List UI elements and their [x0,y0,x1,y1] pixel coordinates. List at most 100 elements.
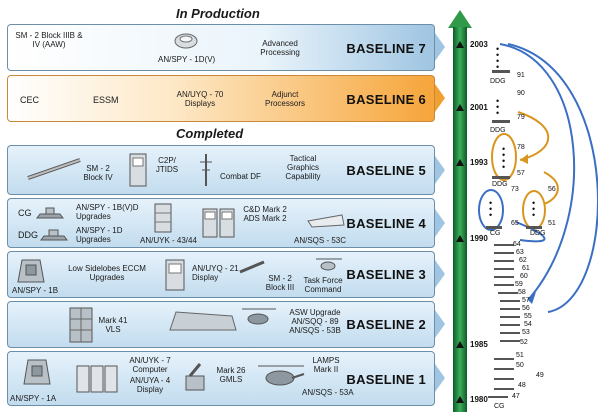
baseline-3-title: BASELINE 3 [346,267,426,282]
an-uyq-21-label: AN/UYQ - 21 Display [192,264,239,282]
year-1990-label: 1990 [470,234,488,243]
baseline-4-band: CG AN/SPY - 1B(V)D Upgrades DDG AN/SPY -… [7,198,435,248]
advanced-processing-label: Advanced Processing [260,39,300,57]
milestone-1980-marker [456,396,464,403]
baseline-7-band: SM - 2 Block IIIB & IV (AAW) AN/SPY - 1D… [7,24,435,71]
an-spy-1a-label: AN/SPY - 1A [10,394,57,403]
baseline-5-title: BASELINE 5 [346,163,426,178]
baseline-1-band: AN/SPY - 1A AN/UYK - 7 Computer AN/UYA -… [7,351,435,406]
adjunct-processors-label: Adjunct Processors [264,90,305,108]
sm2-block-iii-label: SM - 2 Block III [265,274,295,292]
an-uyk-43-44-label: AN/UYK - 43/44 [140,236,197,245]
essm-label: ESSM [93,95,119,105]
year-2003-label: 2003 [470,40,488,49]
hull-47: 47 [512,393,520,400]
completed-heading: Completed [176,126,244,141]
year-1993-label: 1993 [470,158,488,167]
hull-79: 79 [517,114,525,121]
cec-label: CEC [20,95,40,105]
baseline-7-arrow [435,33,445,61]
mark41-vls-label: Mark 41 VLS [98,316,128,334]
orange-highlight-ring [491,133,517,181]
asw-upgrade-label: ASW Upgrade AN/SQQ - 89 AN/SQS - 53B [289,308,341,335]
hull-53: 53 [522,329,530,336]
hull-50: 50 [516,362,524,369]
hull-49: 49 [536,372,544,379]
baseline-2-title: BASELINE 2 [346,317,426,332]
hull-90: 90 [517,90,525,97]
dots-2001: ••• [496,96,500,118]
radar-array-icon [17,259,45,283]
hull-64: 64 [513,241,521,248]
blue-curve-arrow-short [515,221,546,243]
hull-56b: 56 [522,305,530,312]
hull-73: 73 [511,186,519,193]
display-consoles-icon [202,208,235,238]
lamps-helicopter-icon [258,365,305,386]
blue-curve-arrow-long [499,43,576,301]
baseline-5-arrow [435,156,445,184]
baseline-2-band: Mark 41 VLS ASW Upgrade AN/SQQ - 89 AN/S… [7,301,435,348]
tag-ddg-1990: DDG [530,230,546,237]
missile-icon [27,158,81,180]
hull-48: 48 [518,382,526,389]
tag-cg-1990: CG [490,230,501,237]
sm2-missile-icon [239,260,265,274]
milestone-2001-marker [456,104,464,111]
year-2001-label: 2001 [470,103,488,112]
task-force-command-label: Task Force Command [303,276,343,294]
computer-cabinet-icon [154,203,172,233]
blue-curve-arrow-large [507,43,598,313]
hull-58: 58 [518,289,526,296]
tag-cg-1980: CG [494,403,505,410]
baseline-3-arrow [435,260,445,288]
an-sqs-53c-label: AN/SQS - 53C [294,236,347,245]
tag-ddg-2003: DDG [490,78,506,85]
c2p-jtids-label: C2P/ JTIDS [155,156,179,174]
display-console-icon [165,259,185,291]
milestone-1993-marker [456,159,464,166]
year-1985-label: 1985 [470,340,488,349]
an-spy-1b-label: AN/SPY - 1B [12,286,59,295]
baseline-6-band: CEC ESSM AN/UYQ - 70 Displays Adjunct Pr… [7,75,435,122]
sm2-block-iv-label: SM - 2 Block IV [83,164,113,182]
spy-1a-radar-icon [23,359,51,385]
ship-deck-icon [169,311,237,331]
tag-ddg-2001: DDG [490,127,506,134]
ddg-tag-label: DDG [18,230,38,240]
timeline-arrowhead [448,10,472,28]
hull-61: 61 [522,265,530,272]
ddg-ship-icon [40,229,68,241]
spy-1d-upgrades-label: AN/SPY - 1D Upgrades [76,226,123,244]
baseline-4-title: BASELINE 4 [346,216,426,231]
gmls-launcher-icon [185,363,205,391]
console-icon [129,153,147,187]
orange-curve-arrow-2 [543,171,559,205]
an-sqs-53a-label: AN/SQS - 53A [302,388,354,397]
hull-57: 57 [517,170,525,177]
low-sidelobes-label: Low Sidelobes ECCM Upgrades [68,264,146,282]
an-uya-4-label: AN/UYA - 4 Display [129,376,171,394]
timeline-bar [453,27,467,412]
dots-cg: ••• [489,198,493,220]
hull-65: 65 [511,220,519,227]
computer-racks-icon [76,365,118,393]
baseline-7-title: BASELINE 7 [346,41,426,56]
in-production-heading: In Production [176,6,260,21]
hull-55: 55 [524,313,532,320]
dots-2003: •••• [496,44,500,72]
an-spy-1dv-label: AN/SPY - 1D(V) [158,55,216,64]
cg-tag-label: CG [18,208,32,218]
baseline-4-arrow [435,209,445,237]
milestone-2003-marker [456,41,464,48]
hull-62: 62 [519,257,527,264]
timeline-graphic [448,10,598,412]
cg-ship-icon [36,207,64,219]
hull-51b: 51 [516,352,524,359]
spy-1bvd-upgrades-label: AN/SPY - 1B(V)D Upgrades [76,203,139,221]
hull-59: 59 [515,281,523,288]
hull-51: 51 [548,220,556,227]
cd-ads-mark2-label: C&D Mark 2 ADS Mark 2 [243,205,287,223]
baseline-3-band: Low Sidelobes ECCM Upgrades AN/SPY - 1B … [7,251,435,298]
tactical-graphics-label: Tactical Graphics Capability [285,154,321,181]
